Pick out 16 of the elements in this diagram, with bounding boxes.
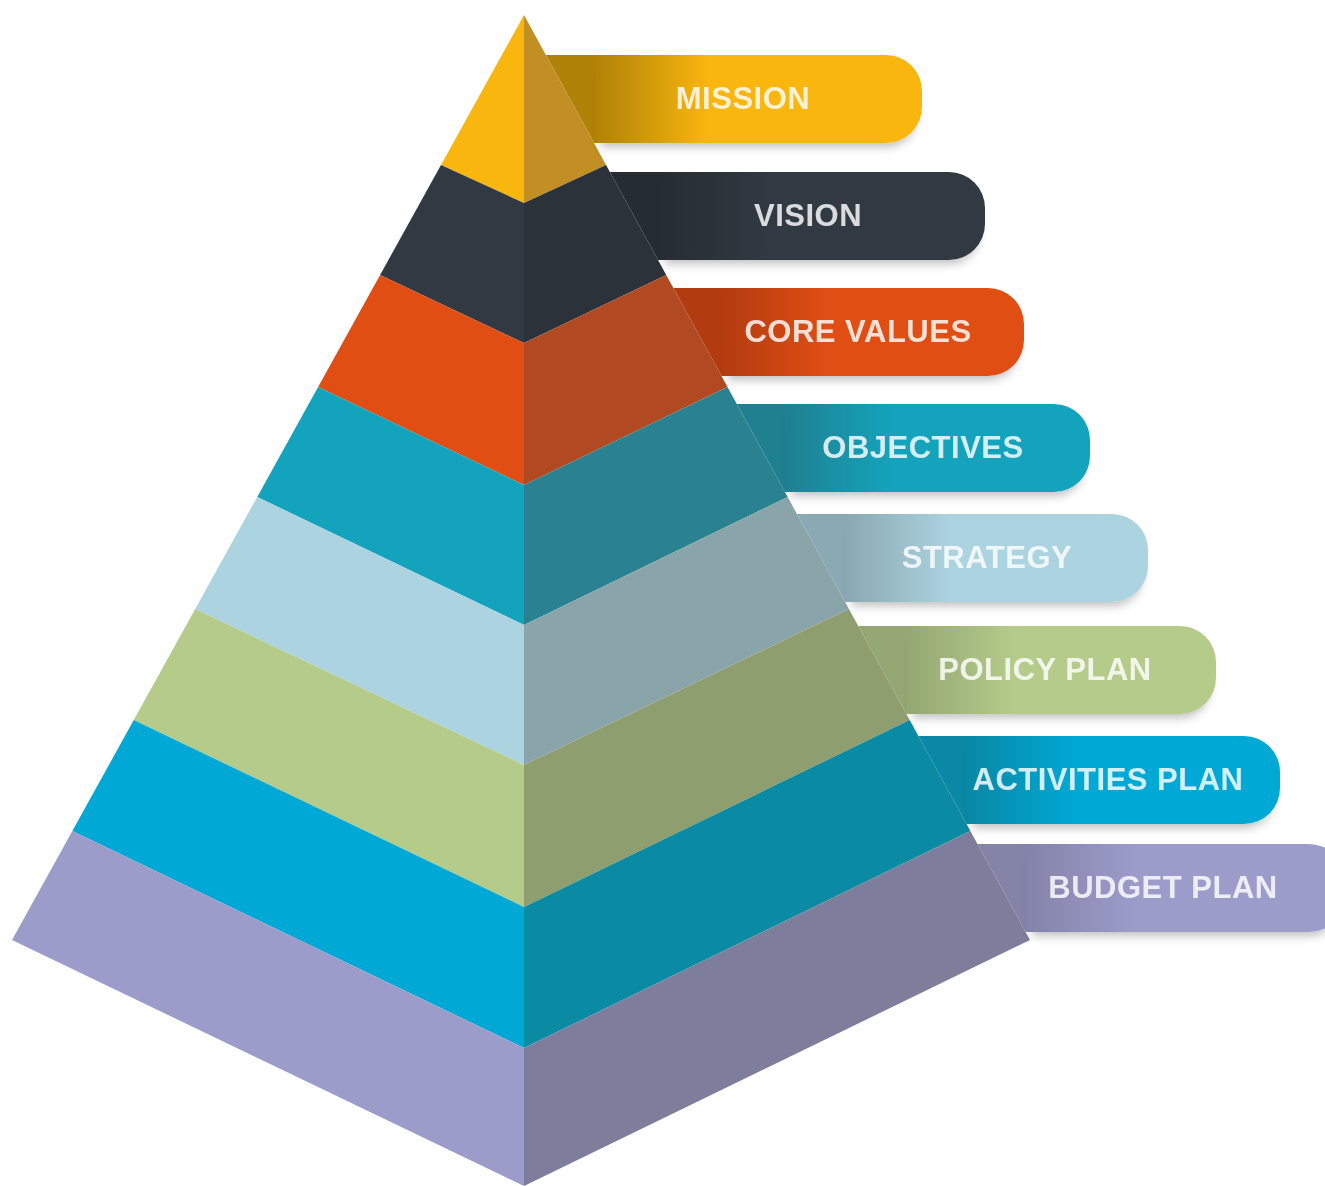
tab-label: BUDGET PLAN <box>1048 870 1278 906</box>
label-tab <box>595 55 922 143</box>
label-tab <box>1026 844 1325 932</box>
tab-label: ACTIVITIES PLAN <box>972 762 1244 798</box>
tab-label: VISION <box>753 198 863 234</box>
tab-label: MISSION <box>675 81 811 117</box>
label-tab <box>785 404 1090 492</box>
tab-label: POLICY PLAN <box>938 652 1152 688</box>
label-tab <box>967 736 1280 824</box>
tab-label: CORE VALUES <box>744 314 972 350</box>
label-tab <box>907 626 1216 714</box>
label-tab <box>659 172 985 260</box>
tab-label: OBJECTIVES <box>822 430 1024 466</box>
label-tab <box>846 514 1148 602</box>
label-tab <box>722 288 1024 376</box>
tab-label: STRATEGY <box>901 540 1073 576</box>
